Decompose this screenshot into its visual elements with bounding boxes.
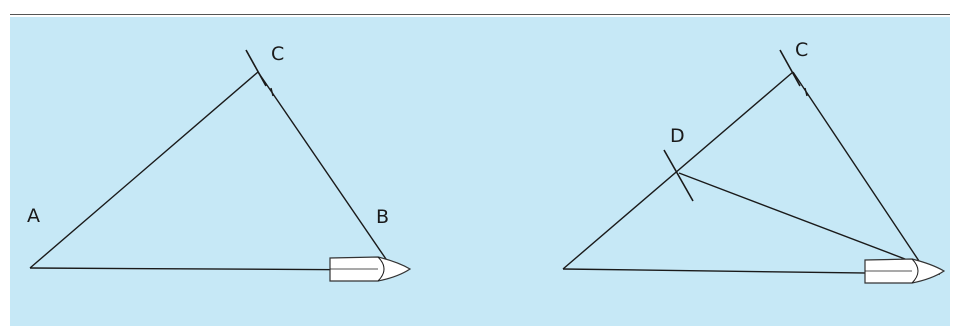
top-rule xyxy=(10,14,950,15)
right-boat-icon xyxy=(864,258,946,284)
label-d: D xyxy=(670,125,685,147)
left-tick-c xyxy=(245,49,267,87)
left-boat-icon xyxy=(329,256,412,282)
right-line-c-boat xyxy=(792,71,922,265)
diagram-background xyxy=(10,17,950,326)
label-a: A xyxy=(27,205,40,227)
left-line-a-c xyxy=(29,71,259,269)
right-line-d-boat xyxy=(678,172,927,268)
right-line-to-c xyxy=(562,71,794,270)
left-arrow-mark xyxy=(270,87,274,97)
right-tick-d xyxy=(663,149,694,202)
label-b: B xyxy=(376,206,389,228)
right-tick-c xyxy=(779,49,801,87)
left-panel: A B C xyxy=(27,43,412,282)
label-c-left: C xyxy=(271,43,284,65)
left-line-c-b xyxy=(257,71,389,263)
right-arrow-mark xyxy=(804,87,808,97)
label-c-right: C xyxy=(795,39,808,61)
right-panel: D C xyxy=(562,39,946,284)
